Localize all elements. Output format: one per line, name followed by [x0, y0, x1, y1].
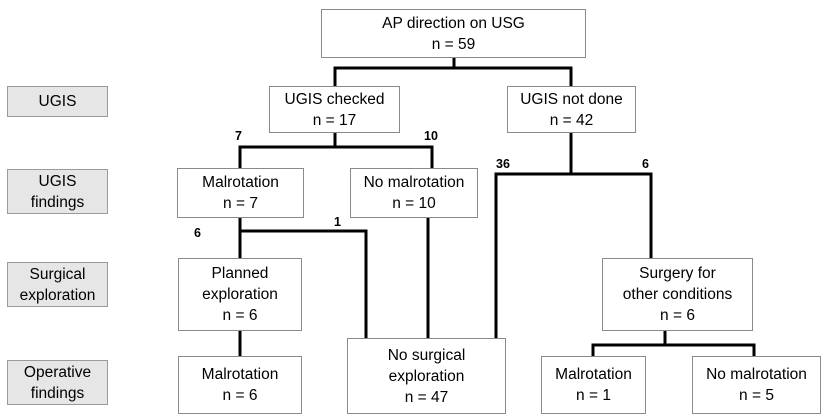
node-count: n = 5 [739, 387, 774, 404]
node-title: AP direction on USG [382, 14, 525, 32]
node-title: UGIS not done [520, 90, 623, 108]
node-count: n = 1 [576, 387, 611, 404]
connector-ugis-not-done [494, 131, 653, 346]
row-label-surgical-exploration: Surgical exploration [7, 262, 108, 307]
node-malrotation-op: Malrotation n = 6 [178, 356, 302, 414]
edge-count-checked-no-malrotation: 10 [424, 129, 438, 143]
connector-surgery-other [591, 329, 756, 358]
node-title: Malrotation [555, 366, 632, 383]
node-title: Malrotation [201, 366, 279, 383]
edge-count-not-done-surgery-other: 6 [642, 157, 649, 171]
edge-count-malrotation-no-exploration: 1 [334, 215, 341, 229]
node-ugis-not-done: UGIS not done n = 42 [507, 86, 636, 133]
node-title: Planned [211, 265, 269, 282]
node-count: n = 7 [223, 195, 258, 212]
node-title: Surgery for [639, 265, 716, 282]
node-count: n = 6 [222, 307, 258, 324]
connector-malrotation [238, 216, 368, 340]
node-title: Malrotation [202, 174, 279, 191]
connector-ugis-checked [238, 131, 434, 170]
row-label-line: findings [30, 384, 85, 402]
node-count: n = 42 [549, 111, 594, 129]
node-count: n = 47 [404, 388, 449, 406]
node-count: n = 10 [392, 195, 436, 212]
node-malrotation-other: Malrotation n = 1 [541, 356, 646, 414]
row-label-ugis-findings: UGIS findings [7, 169, 108, 214]
node-no-surgical-exploration: No surgical exploration n = 47 [347, 338, 506, 414]
node-title: exploration [388, 367, 465, 385]
edge-count-malrotation-planned: 6 [194, 226, 201, 240]
node-no-malrotation-ugis: No malrotation n = 10 [350, 168, 478, 218]
row-label-line: exploration [19, 286, 96, 304]
node-count: n = 17 [312, 111, 357, 129]
connector-root [333, 56, 573, 88]
node-count: n = 59 [431, 35, 476, 53]
node-title: No malrotation [706, 366, 807, 383]
node-malrotation-ugis: Malrotation n = 7 [177, 168, 304, 218]
row-label-ugis: UGIS [7, 86, 108, 117]
row-label-line: UGIS [38, 172, 77, 190]
node-title: No surgical [387, 346, 466, 364]
row-label-line: Operative [23, 363, 92, 381]
node-count: n = 6 [222, 387, 258, 404]
node-planned-exploration: Planned exploration n = 6 [178, 258, 302, 331]
node-count: n = 6 [660, 307, 695, 324]
row-label-operative-findings: Operative findings [7, 360, 108, 405]
node-title: UGIS checked [284, 90, 385, 108]
node-title: No malrotation [363, 174, 465, 191]
node-root: AP direction on USG n = 59 [321, 9, 586, 58]
node-title: exploration [202, 286, 278, 303]
row-label-line: findings [30, 193, 85, 211]
node-ugis-checked: UGIS checked n = 17 [269, 86, 400, 133]
node-title: other conditions [622, 286, 733, 303]
edge-count-checked-malrotation: 7 [235, 129, 242, 143]
row-label-ugis-text: UGIS [38, 93, 77, 110]
node-no-malrotation-other: No malrotation n = 5 [692, 356, 821, 414]
row-label-line: Surgical [29, 265, 86, 283]
node-surgery-other: Surgery for other conditions n = 6 [602, 258, 753, 331]
edge-count-not-done-no-exploration: 36 [496, 157, 510, 171]
